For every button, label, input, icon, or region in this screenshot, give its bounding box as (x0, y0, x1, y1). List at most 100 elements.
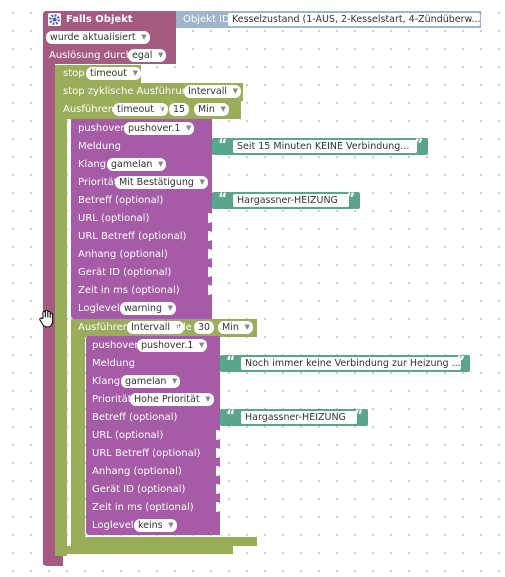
close-quote-icon: ” (414, 137, 424, 153)
chevron-down-icon: ▼ (175, 323, 182, 331)
pushover2-klang-value: gamelan (125, 376, 167, 387)
chevron-down-icon: ▼ (205, 395, 211, 403)
pushover1-geraet-label: Gerät ID (optional) (78, 267, 172, 278)
stop-timeout-label: stop (63, 68, 85, 79)
ausloesung-label: Auslösung durch (49, 50, 133, 61)
input-socket (216, 448, 222, 458)
pushover1-block[interactable] (71, 119, 212, 319)
pushover1-loglevel-dropdown[interactable]: warning ▼ (120, 302, 177, 315)
run-timeout-unit-dropdown[interactable]: Min ▼ (194, 103, 229, 116)
input-socket (216, 484, 222, 494)
input-socket (216, 430, 222, 440)
run-timeout-mode-dropdown[interactable]: timeout ▼ (113, 103, 169, 116)
input-socket (208, 249, 214, 259)
pushover2-loglevel-dropdown[interactable]: keins ▼ (134, 519, 177, 532)
input-socket (208, 231, 214, 241)
run-interval-mode-dropdown[interactable]: Intervall ▼ (127, 321, 185, 334)
close-quote-icon: ” (346, 191, 356, 207)
pushover1-prioritaet-dropdown[interactable]: Mit Bestätigung ▼ (115, 176, 208, 189)
pushover2-loglevel-value: keins (138, 520, 163, 531)
chevron-down-icon: ▼ (186, 124, 192, 132)
chevron-down-icon: ▼ (158, 160, 164, 168)
stop-cyclic-dropdown[interactable]: Intervall ▼ (184, 85, 242, 98)
pushover1-loglevel-label: Loglevel (78, 303, 120, 314)
run-timeout-bottom (55, 546, 233, 554)
pushover1-prioritaet-value: Mit Bestätigung (119, 177, 194, 188)
input-socket (216, 466, 222, 476)
pushover1-prioritaet-label: Priorität (78, 177, 118, 188)
pushover2-meldung-string[interactable]: “ Noch immer keine Verbindung zur Heizun… (220, 355, 470, 372)
pushover2-meldung-text[interactable]: Noch immer keine Verbindung zur Heizung … (241, 357, 461, 370)
pushover2-betreff-string[interactable]: “ Hargassner-HEIZUNG ” (220, 409, 368, 426)
pushover2-klang-label: Klang (92, 376, 121, 387)
run-interval-amount[interactable]: 30 (194, 321, 215, 334)
run-interval-label: Ausführen (78, 322, 129, 333)
pushover1-zeit-label: Zeit in ms (optional) (78, 285, 180, 296)
pushover2-prioritaet-label: Priorität (92, 394, 132, 405)
pushover2-betreff-label: Betreff (optional) (92, 412, 178, 423)
hand-cursor-icon (37, 309, 57, 329)
run-interval-unit-value: Min (222, 322, 239, 333)
pushover1-klang-value: gamelan (111, 159, 153, 170)
chevron-down-icon: ▼ (167, 304, 174, 312)
pushover2-prioritaet-dropdown[interactable]: Hohe Priorität ▼ (130, 393, 214, 406)
pushover1-betreff-string[interactable]: “ Hargassner-HEIZUNG ” (212, 192, 360, 209)
gear-icon[interactable] (48, 13, 61, 26)
run-timeout-unit-value: Min (198, 104, 215, 115)
run-interval-unit-dropdown[interactable]: Min ▼ (218, 321, 253, 334)
stop-timeout-dropdown[interactable]: timeout ▼ (86, 67, 142, 80)
chevron-down-icon: ▼ (157, 51, 164, 59)
object-id-value[interactable]: Kesselzustand (1-AUS, 2-Kesselstart, 4-Z… (228, 13, 480, 26)
update-mode-dropdown[interactable]: wurde aktualisiert ▼ (46, 31, 150, 44)
pushover1-klang-dropdown[interactable]: gamelan ▼ (107, 158, 167, 171)
run-interval-mode-value: Intervall (131, 322, 171, 333)
pushover2-title: pushover (92, 340, 139, 351)
pushover2-zeit-label: Zeit in ms (optional) (92, 502, 194, 513)
open-quote-icon: “ (226, 408, 236, 424)
chevron-down-icon: ▼ (132, 69, 139, 77)
input-socket (208, 267, 214, 277)
chevron-down-icon: ▼ (159, 105, 166, 113)
open-quote-icon: “ (218, 191, 228, 207)
chevron-down-icon: ▼ (244, 323, 250, 331)
run-timeout-spine (55, 118, 67, 556)
pushover2-prioritaet-value: Hohe Priorität (134, 394, 200, 405)
pushover2-klang-dropdown[interactable]: gamelan ▼ (121, 375, 181, 388)
ausloesung-dropdown[interactable]: egal ▼ (128, 49, 167, 62)
chevron-down-icon: ▼ (168, 521, 174, 529)
pushover2-instance-value: pushover.1 (141, 340, 194, 351)
chevron-down-icon: ▼ (220, 105, 226, 113)
trigger-block-bottom (43, 556, 63, 566)
pushover1-meldung-text[interactable]: Seit 15 Minuten KEINE Verbindung... (233, 140, 417, 153)
open-quote-icon: “ (226, 354, 236, 370)
stop-cyclic-value: Intervall (188, 86, 228, 97)
pushover1-betreff-text[interactable]: Hargassner-HEIZUNG (233, 194, 349, 207)
chevron-down-icon: ▼ (232, 87, 239, 95)
pushover2-betreff-text[interactable]: Hargassner-HEIZUNG (241, 411, 357, 424)
input-socket (216, 502, 222, 512)
run-timeout-mode-value: timeout (117, 104, 155, 115)
pushover1-loglevel-value: warning (124, 303, 163, 314)
pushover2-url-betreff-label: URL Betreff (optional) (92, 448, 201, 459)
pushover1-anhang-label: Anhang (optional) (78, 249, 168, 260)
stop-cyclic-label: stop zyklische Ausführung (63, 86, 195, 97)
open-quote-icon: “ (218, 137, 228, 153)
run-interval-spine (71, 336, 85, 546)
pushover1-meldung-string[interactable]: “ Seit 15 Minuten KEINE Verbindung... ” (212, 138, 428, 155)
close-quote-icon: ” (354, 408, 364, 424)
object-id-label: Objekt ID (183, 14, 230, 25)
pushover1-instance-dropdown[interactable]: pushover.1 ▼ (124, 122, 195, 135)
update-mode-value: wurde aktualisiert (50, 32, 136, 43)
run-timeout-amount[interactable]: 15 (169, 103, 190, 116)
run-timeout-label: Ausführen (63, 104, 114, 115)
chevron-down-icon: ▼ (199, 341, 205, 349)
pushover1-title: pushover (78, 123, 125, 134)
run-interval-bottom (71, 537, 257, 546)
chevron-down-icon: ▼ (141, 33, 147, 41)
pushover1-url-label: URL (optional) (78, 213, 150, 224)
pushover2-instance-dropdown[interactable]: pushover.1 ▼ (137, 339, 208, 352)
pushover1-instance-value: pushover.1 (128, 123, 181, 134)
chevron-down-icon: ▼ (199, 178, 205, 186)
pushover1-url-betreff-label: URL Betreff (optional) (78, 231, 187, 242)
pushover2-block[interactable] (86, 336, 220, 535)
